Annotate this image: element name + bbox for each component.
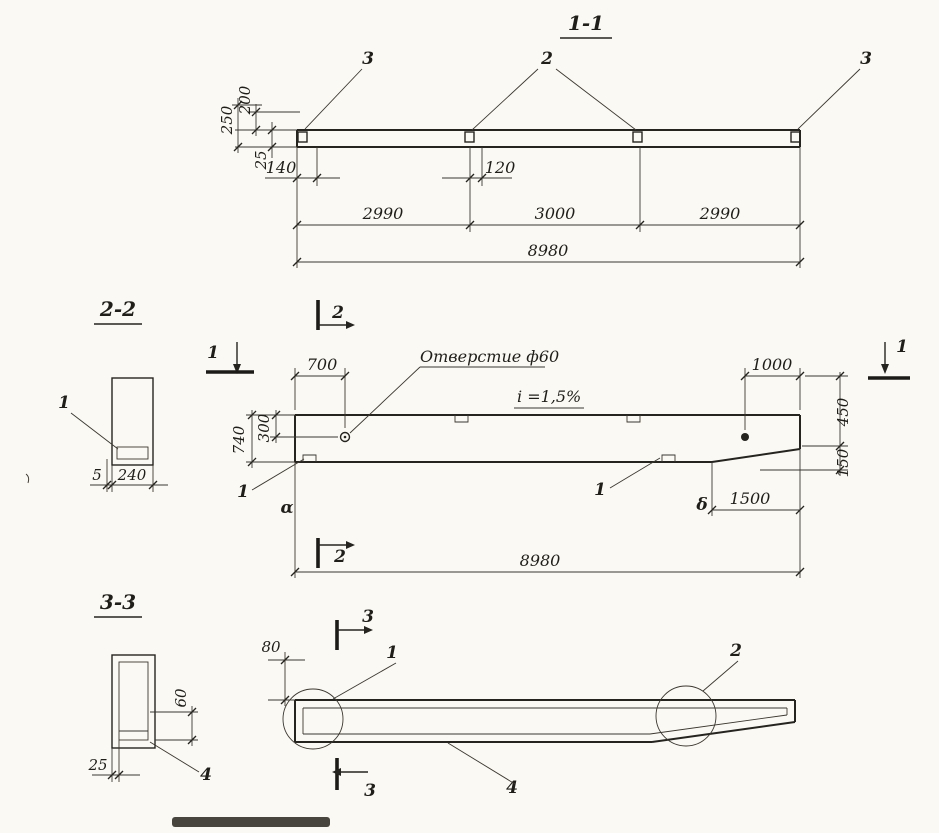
hole xyxy=(339,431,351,443)
dim-span-3: 2990 xyxy=(699,204,741,223)
dim-1500: 1500 xyxy=(730,489,771,508)
scan-artifacts xyxy=(25,473,330,827)
section-2-2-title: 2-2 xyxy=(99,297,136,321)
dim-span-1: 2990 xyxy=(362,204,404,223)
callout-1-sec22: 1 xyxy=(58,393,70,413)
anchor-point xyxy=(741,433,749,441)
embed-plate xyxy=(632,131,643,143)
callout-4-sec33: 4 xyxy=(200,765,212,785)
view-1-1-title: 1-1 xyxy=(568,11,604,35)
dim-240: 240 xyxy=(117,466,147,484)
dim-450: 450 xyxy=(834,397,852,427)
callout-1b: 1 xyxy=(594,480,606,500)
dim-5: 5 xyxy=(92,466,102,484)
callout-1-bottom: 1 xyxy=(386,643,398,663)
label-delta: δ xyxy=(695,495,707,515)
bottom-view: 3 3 1 2 4 80 xyxy=(261,607,796,801)
dim-740: 740 xyxy=(230,425,248,454)
embed-plate xyxy=(790,131,801,143)
dim-700: 700 xyxy=(307,355,338,374)
hole-label: Отверстие ф60 xyxy=(420,347,559,366)
mark-2-top: 2 xyxy=(331,303,344,323)
callout-4-bottom: 4 xyxy=(506,778,518,798)
callout-3-left: 3 xyxy=(362,49,374,69)
callout-2-mid: 2 xyxy=(540,49,553,69)
embed-plate xyxy=(297,131,308,143)
dim-1000: 1000 xyxy=(752,355,793,374)
plan-view: 2 2 1 1 Отверстие ф60 i =1, xyxy=(206,300,910,578)
section-3-3: 3-3 60 25 4 xyxy=(87,590,211,785)
detail-circle-left xyxy=(282,688,344,750)
view-1-1: 1-1 3 2 3 200 250 25 xyxy=(218,11,872,268)
dim-140: 140 xyxy=(266,158,297,177)
mark-2-bottom: 2 xyxy=(333,547,346,567)
callout-2-bottom: 2 xyxy=(729,641,742,661)
slope-label: i =1,5% xyxy=(517,387,581,406)
dim-250: 250 xyxy=(218,105,236,135)
mark-1-right: 1 xyxy=(896,337,908,357)
callout-3-right: 3 xyxy=(860,49,872,69)
dim-80: 80 xyxy=(261,638,281,656)
dim-150: 150 xyxy=(834,448,852,477)
mark-3-bottom: 3 xyxy=(364,781,376,801)
callout-1a: 1 xyxy=(237,482,249,502)
dim-300: 300 xyxy=(255,413,273,442)
dim-total-plan: 8980 xyxy=(520,551,561,570)
section-2-2: 2-2 1 5 240 xyxy=(58,297,168,492)
detail-circle-right xyxy=(655,685,717,747)
mark-1-left: 1 xyxy=(207,343,219,363)
dim-span-2: 3000 xyxy=(535,204,576,223)
dim-60: 60 xyxy=(172,688,190,708)
label-alpha: α xyxy=(280,498,293,518)
section-3-3-title: 3-3 xyxy=(100,590,136,614)
dim-25-sec33: 25 xyxy=(87,756,107,774)
mark-3-top: 3 xyxy=(362,607,374,627)
dim-25: 25 xyxy=(252,150,270,170)
dim-120: 120 xyxy=(485,158,516,177)
embed-plate xyxy=(464,131,475,143)
dim-200: 200 xyxy=(236,85,254,115)
dim-total-top: 8980 xyxy=(528,241,569,260)
